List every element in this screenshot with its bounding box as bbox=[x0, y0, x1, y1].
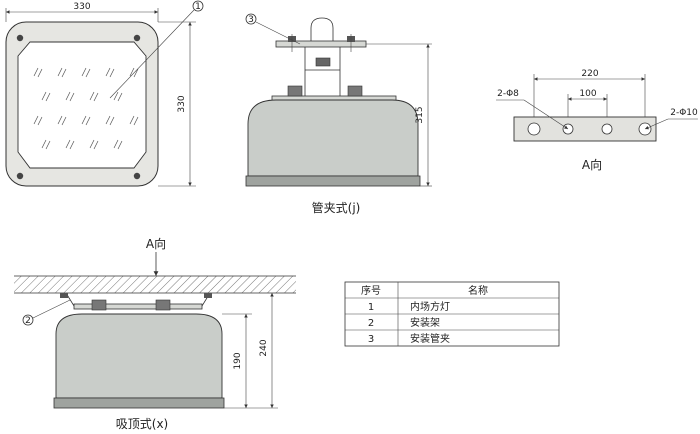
clamp-caption: 管夹式(j) bbox=[312, 200, 361, 215]
table-row-name: 内场方灯 bbox=[410, 300, 450, 313]
glass-texture bbox=[33, 67, 139, 150]
ceiling-outer-dim: 240 bbox=[259, 339, 269, 356]
ceiling-caption: 吸顶式(x) bbox=[116, 417, 168, 431]
hole-label-small: 2-Φ8 bbox=[497, 89, 519, 99]
a-view-caption: A向 bbox=[582, 157, 602, 172]
ceiling-inner-dim: 190 bbox=[233, 352, 243, 369]
screw-icon bbox=[133, 172, 141, 180]
clamp-height-dim: 315 bbox=[415, 106, 425, 123]
a-inner-dim: 100 bbox=[579, 89, 596, 99]
lamp-base-clamp bbox=[245, 175, 421, 187]
screw-icon bbox=[16, 34, 24, 42]
screw-icon bbox=[16, 172, 24, 180]
lamp-glass-panel bbox=[17, 41, 147, 169]
table-row-no: 3 bbox=[368, 334, 374, 345]
table-row-no: 2 bbox=[368, 318, 374, 329]
hole-label-large: 2-Φ10 bbox=[670, 108, 698, 118]
ceiling-hatch bbox=[14, 276, 296, 293]
table-row-no: 1 bbox=[368, 302, 374, 313]
callout-2: 2 bbox=[25, 316, 31, 326]
lamp-body-ceiling bbox=[55, 313, 223, 399]
callout-3: 3 bbox=[248, 15, 254, 25]
a-arrow-label: A向 bbox=[146, 236, 166, 251]
callout-1: 1 bbox=[195, 2, 201, 12]
hole-icon bbox=[601, 123, 613, 135]
table-header-no: 序号 bbox=[361, 284, 381, 297]
lamp-body-clamp bbox=[247, 99, 419, 177]
front-view: 330 1 330 bbox=[5, 0, 204, 187]
table-row-name: 安装架 bbox=[410, 316, 440, 329]
screw-icon bbox=[133, 34, 141, 42]
a-direction-view: 220 100 2-Φ8 2-Φ10 A向 bbox=[496, 69, 698, 172]
clamp-mount-view: 3 315 管夹式(j) bbox=[245, 13, 432, 215]
front-height-dim: 330 bbox=[177, 95, 187, 112]
table-header-name: 名称 bbox=[468, 284, 488, 297]
a-outer-dim: 220 bbox=[581, 69, 598, 79]
ceiling-mount-view: A向 2 190 240 吸顶式(x) bbox=[14, 236, 296, 431]
hole-icon bbox=[527, 122, 541, 136]
front-width-dim: 330 bbox=[73, 2, 90, 12]
lamp-base-ceiling bbox=[53, 397, 225, 409]
parts-table: 序号 名称 1 内场方灯 2 安装架 3 安装管夹 bbox=[344, 281, 560, 347]
table-row-name: 安装管夹 bbox=[410, 332, 450, 345]
